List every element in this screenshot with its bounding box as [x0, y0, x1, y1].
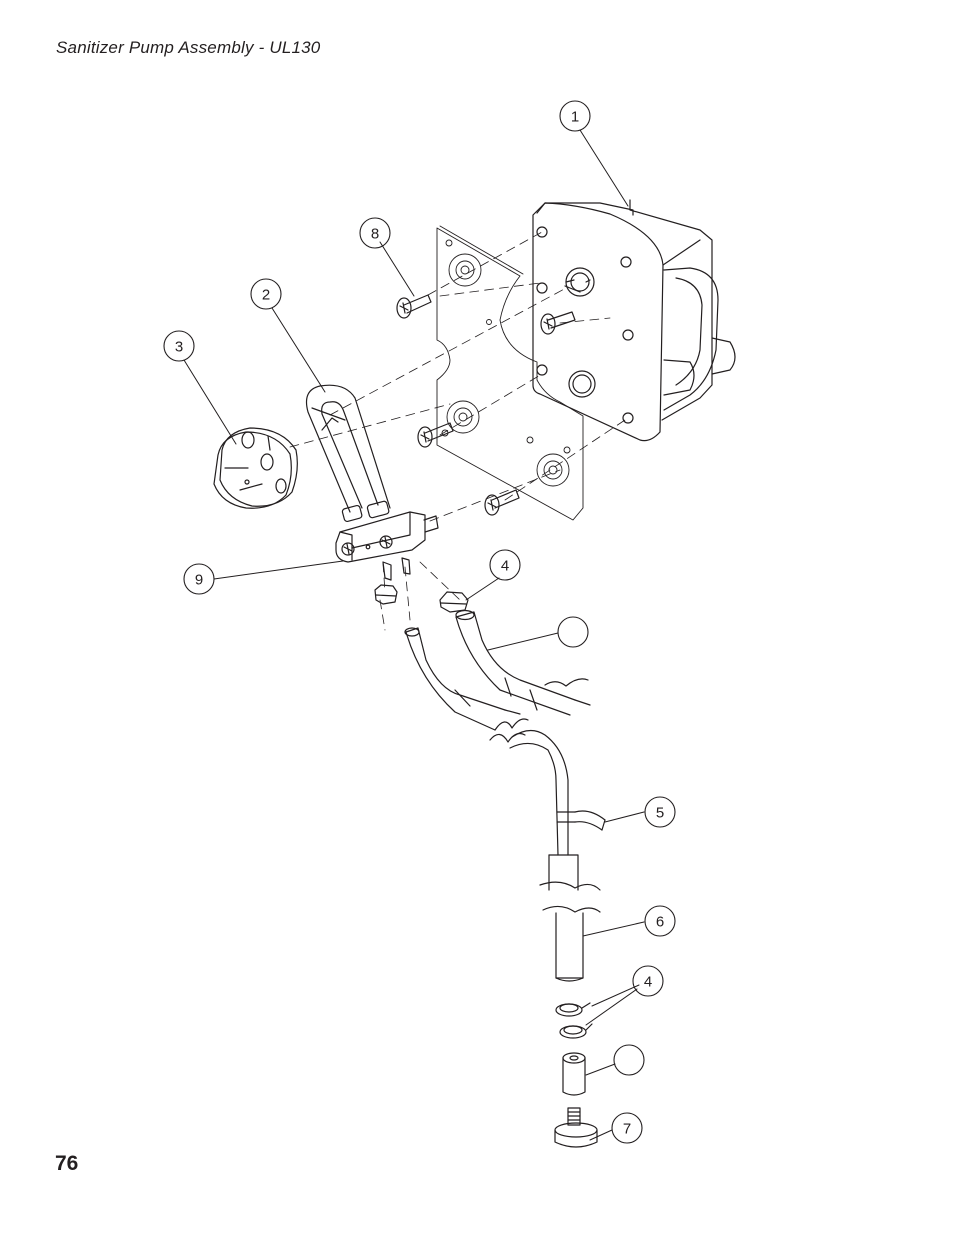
callout-blank-lower: [614, 1045, 644, 1075]
callout-label-6: 6: [656, 914, 664, 931]
alignment-lines: [290, 232, 628, 630]
tube-clamp-lower: [560, 1024, 592, 1038]
hex-nut-right: [440, 592, 468, 612]
callout-label-8: 8: [371, 226, 379, 243]
leader-lines: [184, 130, 644, 1140]
callout-label-3: 3: [175, 339, 183, 356]
callout-label-5: 5: [656, 805, 664, 822]
page-number: 76: [55, 1152, 78, 1176]
pump-motor: [533, 200, 735, 441]
callout-label-1: 1: [571, 109, 579, 126]
pump-tube: [307, 385, 391, 522]
screw-motor: [541, 312, 575, 334]
mounting-plate: [437, 226, 583, 520]
foot-filter: [555, 1108, 597, 1147]
fitting-block: [336, 512, 438, 580]
callout-label-9: 9: [195, 572, 203, 589]
callout-label-7: 7: [623, 1121, 631, 1138]
sleeve-tube: [540, 855, 600, 981]
hex-nut-left: [375, 585, 397, 604]
callout-label-4-upper: 4: [501, 558, 509, 575]
roller-rotor: [214, 428, 297, 508]
screw-upper: [397, 295, 431, 318]
callout-label-4-lower: 4: [644, 974, 652, 991]
callout-label-2: 2: [262, 287, 270, 304]
screw-lower: [485, 490, 519, 515]
tube-clamp-upper: [556, 1003, 590, 1016]
adapter-sleeve: [563, 1053, 585, 1095]
callout-blank-upper: [558, 617, 588, 647]
